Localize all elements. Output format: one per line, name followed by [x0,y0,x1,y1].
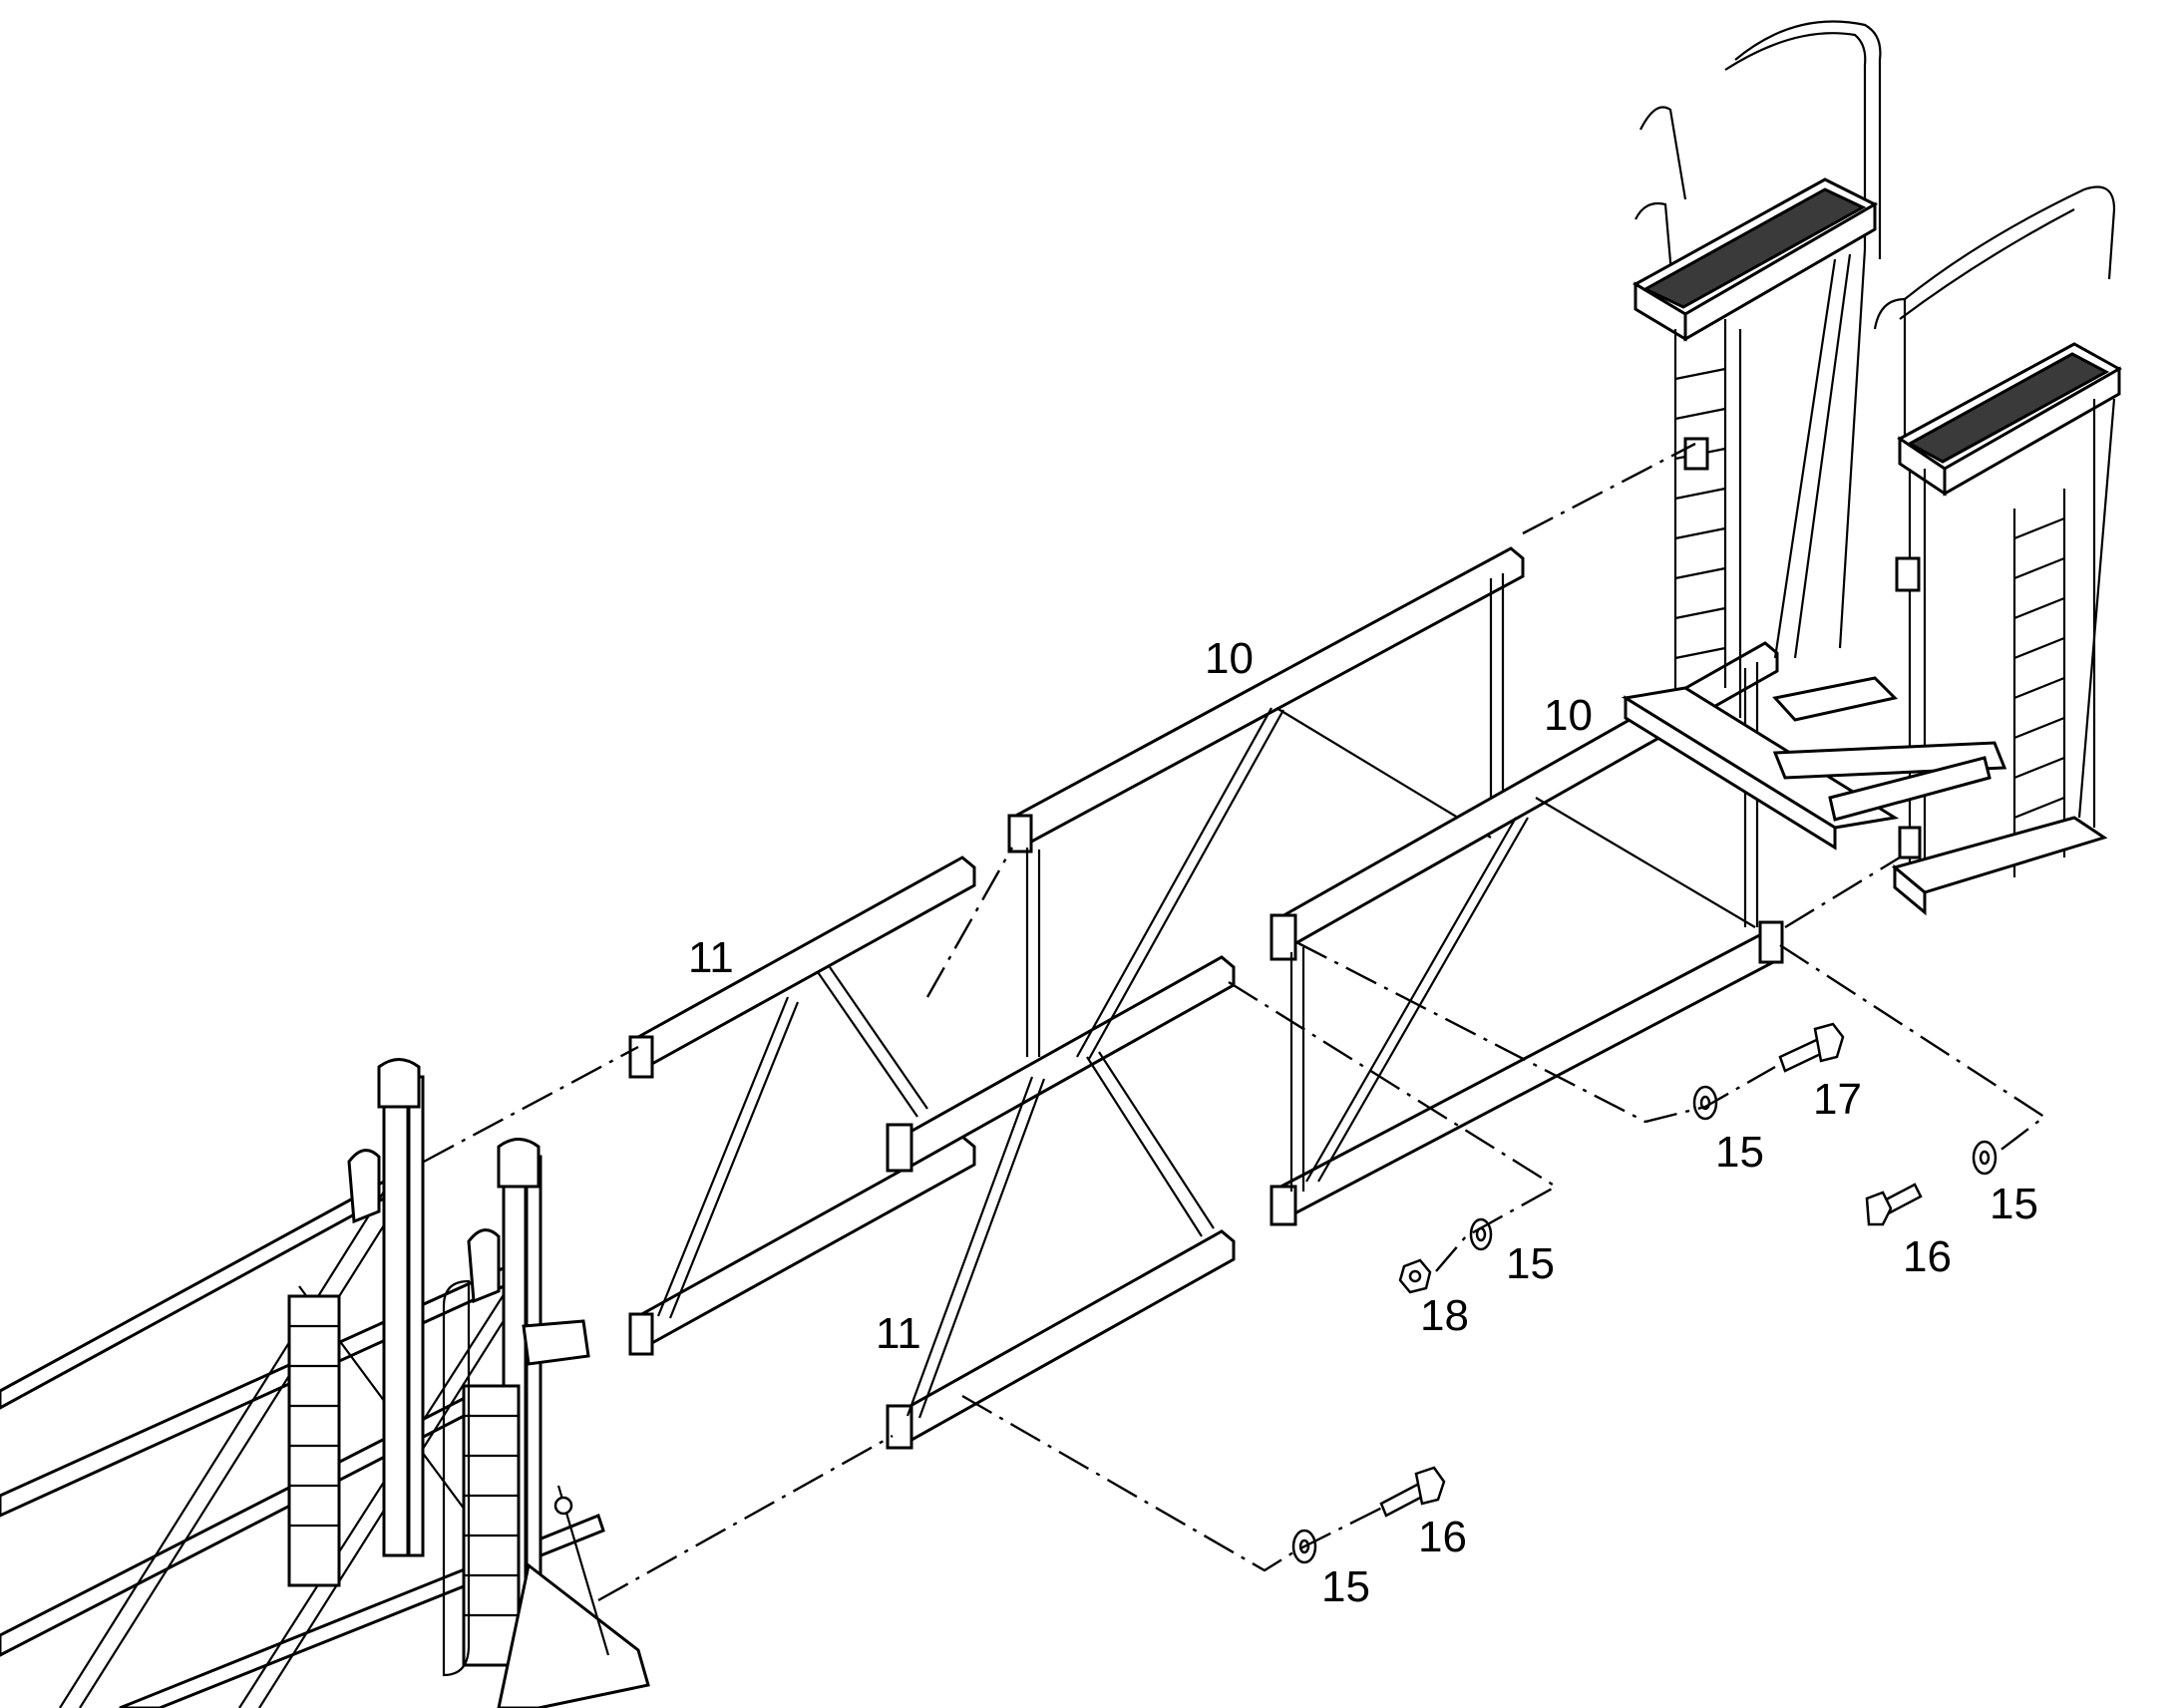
frame-item-11-lower [886,955,1236,1450]
washer-15-a [1692,1085,1718,1121]
nut-18 [1398,1258,1432,1294]
callout-11-lower: 11 [876,1309,921,1358]
bolt-16-right [1865,1183,1923,1226]
callout-15-near-18: 15 [1506,1239,1555,1288]
callout-15-right: 15 [1990,1180,2038,1228]
callout-18: 18 [1420,1291,1469,1340]
callout-17: 17 [1813,1075,1862,1124]
bolt-17 [1778,1022,1845,1073]
right-tower-rear [1621,20,1900,851]
callout-11-upper: 11 [688,933,734,982]
callout-16-right: 16 [1903,1232,1952,1281]
hardware-group [1291,1022,1998,1564]
right-front-ladder-rungs [2013,516,2065,820]
assembly-centerlines [423,442,2047,1602]
left-tower-assembly [0,1058,650,1708]
left-ladder-rungs-a [289,1324,339,1528]
washer-15-b [1972,1140,1998,1176]
callout-15-near-17: 15 [1715,1128,1764,1177]
bolt-16-bottom [1379,1466,1446,1518]
washer-15-c [1469,1217,1493,1251]
callout-15-bottom: 15 [1321,1562,1370,1611]
callout-10-upper: 10 [1205,634,1254,683]
tower-connecting-beams [1772,676,2007,822]
callout-labels: 10 10 11 11 15 15 15 15 16 16 17 18 [688,634,2038,1611]
right-tower-front [1873,185,2123,916]
right-rear-ladder-rungs [1674,367,1726,660]
left-ladder-rungs-b [464,1414,519,1617]
callout-16-bottom: 16 [1418,1513,1467,1561]
callout-10-lower: 10 [1544,691,1593,740]
frame-item-10-upper [1007,546,1525,1060]
frame-item-11-upper [628,855,976,1356]
